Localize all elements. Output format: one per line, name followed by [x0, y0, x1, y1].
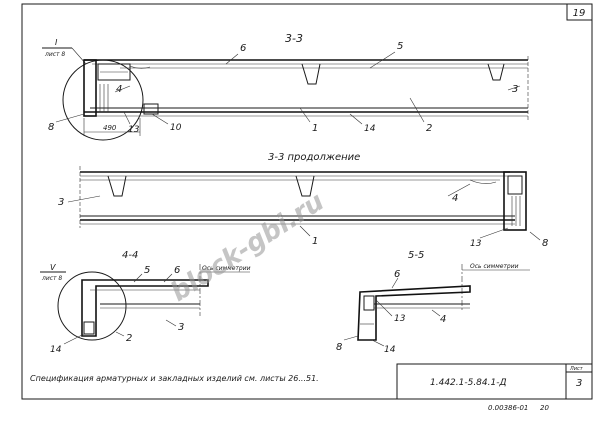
- leader: [299, 225, 311, 237]
- pos-2-s44: 2: [126, 333, 132, 344]
- section-title-3-3-cont: 3-3 продолжение: [268, 152, 360, 163]
- callout-roman-2: V: [50, 263, 56, 272]
- sheet-label: Лист: [569, 366, 584, 372]
- pos-4-mid: 4: [452, 193, 458, 204]
- leader: [479, 227, 509, 239]
- haunch: [129, 65, 151, 69]
- anchor-plate: [83, 321, 95, 335]
- footer-number: 20: [540, 404, 549, 412]
- leader: [343, 335, 359, 341]
- callout-roman-1: I: [55, 38, 58, 47]
- leader: [391, 277, 399, 289]
- pos-10: 10: [170, 123, 182, 133]
- section-3-3: 3-3 I лист 8 490 6: [42, 32, 529, 141]
- leader: [67, 195, 101, 203]
- rib: [301, 63, 321, 85]
- specification-note: Спецификация арматурных и закладных изде…: [30, 374, 319, 383]
- leader: [63, 333, 85, 345]
- pos-8: 8: [48, 122, 54, 133]
- pos-14-s44: 14: [50, 345, 62, 355]
- leader: [447, 183, 471, 197]
- leader: [151, 113, 169, 125]
- pos-5: 5: [397, 41, 403, 52]
- watermark-text: block-gbi.ru: [165, 187, 329, 308]
- pos-8-mid: 8: [542, 238, 548, 249]
- pos-1: 1: [312, 123, 318, 134]
- leader: [369, 51, 396, 69]
- pos-6-s44: 6: [174, 265, 180, 276]
- section-5-5: 5-5 Ось симметрии 6 4 13 8 14: [336, 250, 530, 355]
- pos-14-s55: 14: [384, 345, 396, 355]
- leader: [375, 299, 393, 317]
- callout-sheet-1: лист 8: [44, 51, 65, 58]
- title-block: [396, 363, 593, 400]
- pos-5-s44: 5: [144, 265, 150, 276]
- leader: [529, 231, 541, 241]
- leader: [114, 85, 131, 93]
- beam-profile: [81, 279, 209, 337]
- beam-profile: [357, 285, 471, 341]
- rib: [487, 63, 505, 81]
- section-title-4-4: 4-4: [122, 250, 138, 261]
- sheet-no: 3: [576, 378, 582, 389]
- pos-13-mid: 13: [470, 239, 482, 249]
- pos-3-s44: 3: [178, 322, 184, 333]
- rib: [107, 175, 127, 197]
- pos-2: 2: [426, 123, 432, 134]
- callout-sheet-2: лист 8: [41, 275, 62, 282]
- rib: [295, 175, 315, 197]
- section-4-4: 4-4 V лист 8 Ось симметрии 5 6 3 2 14: [40, 250, 251, 355]
- pos-1-mid: 1: [312, 236, 318, 247]
- pos-6-s55: 6: [394, 269, 400, 280]
- section-title-5-5: 5-5: [408, 250, 424, 261]
- pos-3: 3: [512, 84, 518, 95]
- embedded-plate: [97, 63, 131, 81]
- leader: [165, 319, 177, 327]
- haunch: [469, 179, 497, 184]
- beam-end: [83, 59, 97, 117]
- embedded-plate: [363, 295, 375, 311]
- anchor-plate: [143, 103, 159, 115]
- footer-code: 0.00386-01: [488, 404, 528, 412]
- axis-symmetry-label-b: Ось симметрии: [470, 263, 519, 270]
- drawing-designation: 1.442.1-5.84.1-Д: [430, 378, 507, 388]
- embedded-plate: [507, 175, 523, 195]
- leader: [507, 85, 521, 91]
- pos-4-s55: 4: [440, 314, 446, 325]
- axis-symmetry-label-a: Ось симметрии: [202, 265, 251, 272]
- leader: [431, 309, 441, 317]
- leader: [225, 53, 239, 65]
- sheet-frame: [21, 3, 593, 400]
- section-3-3-continuation: 3-3 продолжение 3 4 1 13 8: [58, 152, 548, 249]
- pos-3-mid: 3: [58, 197, 64, 208]
- leader: [349, 113, 363, 125]
- leader: [299, 107, 311, 123]
- pos-4: 4: [116, 84, 122, 95]
- leader: [55, 113, 85, 123]
- beam-end: [503, 171, 527, 231]
- pos-14: 14: [364, 124, 376, 134]
- leader: [115, 331, 125, 337]
- leader: [123, 111, 131, 125]
- sheet-number-box: [566, 3, 593, 21]
- pos-13: 13: [128, 125, 140, 135]
- leader: [409, 97, 425, 123]
- leader: [371, 339, 385, 347]
- detail-callout-circle-2: [57, 271, 127, 341]
- pos-6: 6: [240, 43, 246, 54]
- section-title-3-3: 3-3: [285, 32, 303, 45]
- pos-8-s55: 8: [336, 342, 342, 353]
- leader: [163, 273, 173, 283]
- pos-13-s55: 13: [394, 314, 406, 324]
- sheet-number: 19: [573, 8, 586, 19]
- dimension-490: 490: [103, 124, 117, 132]
- leader: [133, 273, 143, 283]
